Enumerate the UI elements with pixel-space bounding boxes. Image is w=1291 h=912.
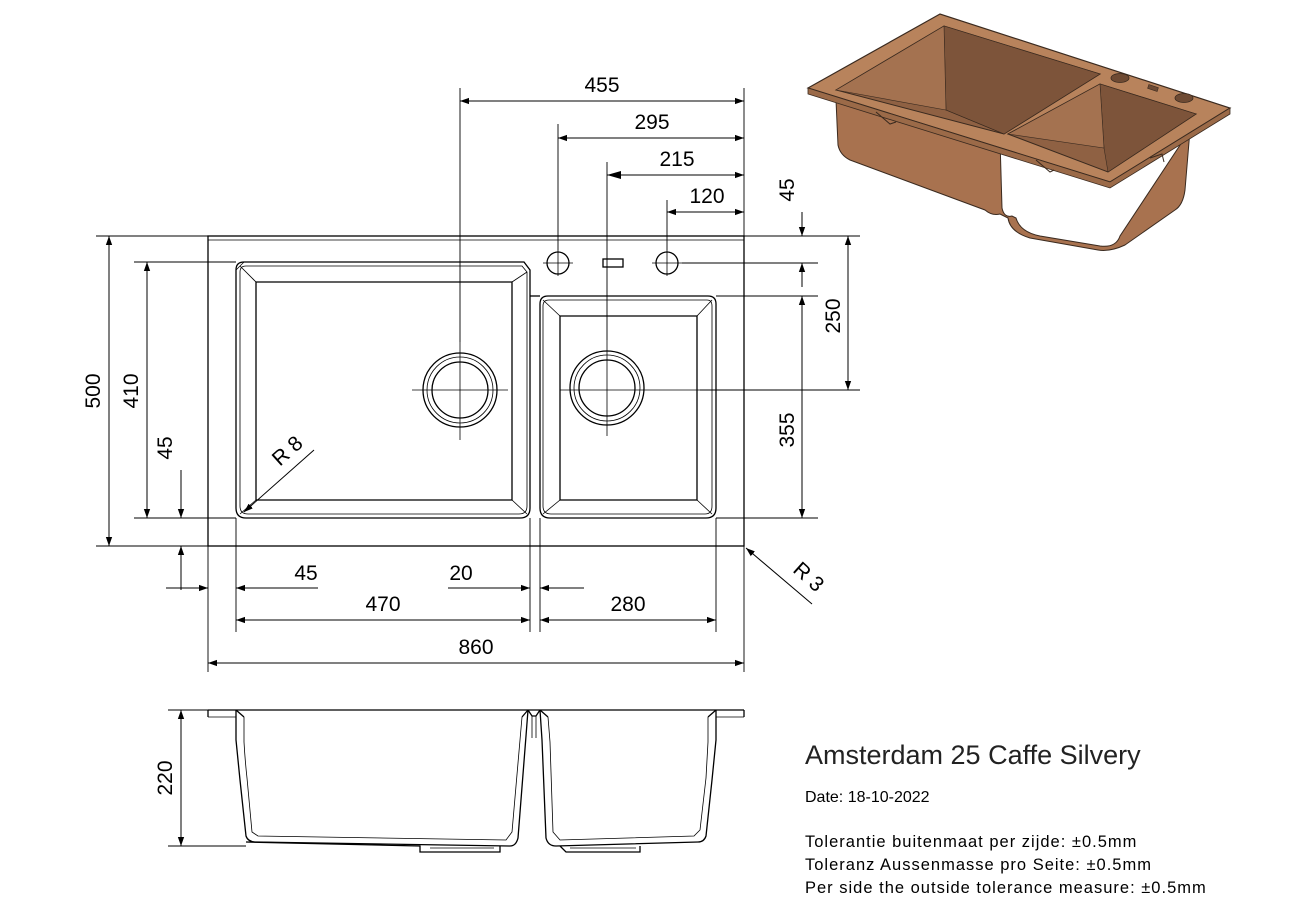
- tolerance-en: Per side the outside tolerance measure: …: [805, 879, 1207, 897]
- tap-holes: [543, 250, 682, 276]
- tolerance-nl: Tolerantie buitenmaat per zijde: ±0.5mm: [805, 833, 1138, 851]
- section-view: 220: [154, 709, 745, 853]
- drawing-date: Date: 18-10-2022: [805, 789, 930, 806]
- left-bowl: [235, 261, 531, 519]
- dim-455: 455: [584, 74, 619, 97]
- dim-215: 215: [659, 148, 694, 171]
- dim-410: 410: [120, 373, 143, 408]
- sink-3d-body: [835, 99, 1191, 251]
- dim-45-left: 45: [154, 436, 177, 459]
- dim-280: 280: [610, 593, 645, 616]
- dim-120: 120: [689, 185, 724, 208]
- dim-250: 250: [822, 298, 845, 333]
- sink-outline: [207, 235, 745, 547]
- dim-45-top: 45: [776, 178, 799, 201]
- dim-295: 295: [634, 111, 669, 134]
- dim-220: 220: [154, 760, 177, 795]
- radius-r3: R 3: [789, 558, 829, 597]
- left-drain: [412, 342, 508, 440]
- dim-355: 355: [776, 412, 799, 447]
- dimensions-bottom: 45 20 470 280 860: [166, 518, 745, 672]
- dim-500: 500: [82, 373, 105, 408]
- dimensions-left: 500 410 45: [82, 235, 236, 590]
- right-bowl: [539, 295, 717, 519]
- sink-3d-illustration: [806, 13, 1232, 251]
- product-title: Amsterdam 25 Caffe Silvery: [805, 740, 1141, 770]
- title-block: Amsterdam 25 Caffe Silvery Date: 18-10-2…: [805, 740, 1285, 900]
- dim-860: 860: [458, 636, 493, 659]
- tolerance-de: Toleranz Aussenmasse pro Seite: ±0.5mm: [805, 856, 1152, 874]
- dim-45-bottom: 45: [294, 562, 317, 585]
- dim-20: 20: [449, 562, 472, 585]
- right-drain: [560, 340, 700, 436]
- dim-470: 470: [365, 593, 400, 616]
- dimensions-right: 45 250 355: [682, 178, 860, 519]
- dimensions-top: 455 295 215 120: [459, 74, 745, 342]
- top-view: [207, 235, 745, 547]
- radius-r8: R 8: [268, 432, 308, 471]
